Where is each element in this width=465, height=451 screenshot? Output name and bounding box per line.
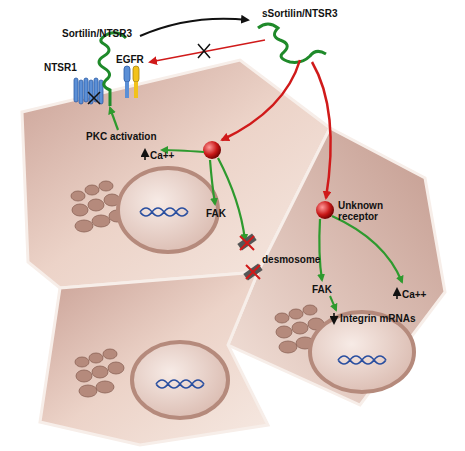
green-arrow: [330, 296, 336, 310]
text-label: sSortilin/NTSR3: [262, 8, 338, 19]
text-label: FAK: [312, 284, 332, 295]
desmosome-symbol: [237, 234, 262, 281]
blocked-arrow: [150, 40, 265, 62]
egfr-receptor: [124, 66, 139, 98]
green-arrow: [110, 108, 118, 130]
block-x: [198, 44, 210, 58]
text-label: Sortilin/NTSR3: [62, 28, 132, 39]
signal-ball: [203, 141, 221, 159]
green-arrow: [319, 219, 322, 280]
up-arrow: [144, 150, 146, 160]
dna: [156, 380, 204, 388]
sortilin-receptor: [99, 33, 126, 106]
shedding-arrow: [140, 19, 248, 36]
nucleus: [132, 342, 228, 418]
green-arrow: [210, 160, 215, 204]
ntsr1-receptor: [74, 78, 103, 104]
text-label: PKC activation: [86, 131, 157, 142]
up-arrow: [396, 289, 398, 299]
block-x: [88, 92, 100, 104]
dna: [140, 208, 188, 216]
nucleus: [310, 312, 414, 392]
text-label: FAK: [206, 208, 226, 219]
soluble-sortilin: [258, 24, 326, 62]
green-arrow: [218, 158, 245, 240]
cell: [40, 272, 268, 445]
text-label: Integrin mRNAs: [340, 313, 416, 324]
text-label: desmosome: [262, 254, 320, 265]
text-label: Ca++: [150, 150, 174, 161]
signal-ball: [316, 201, 334, 219]
text-label: Unknown receptor: [338, 200, 394, 222]
golgi: [75, 349, 124, 397]
dna: [338, 356, 386, 364]
green-arrow: [332, 216, 402, 282]
cell: [228, 128, 445, 405]
red-arrow: [222, 60, 300, 140]
nucleus: [118, 168, 218, 252]
text-label: EGFR: [116, 54, 144, 65]
red-arrow: [312, 62, 331, 198]
text-label: NTSR1: [44, 62, 77, 73]
text-label: Ca++: [402, 289, 426, 300]
down-arrow: [333, 313, 335, 323]
